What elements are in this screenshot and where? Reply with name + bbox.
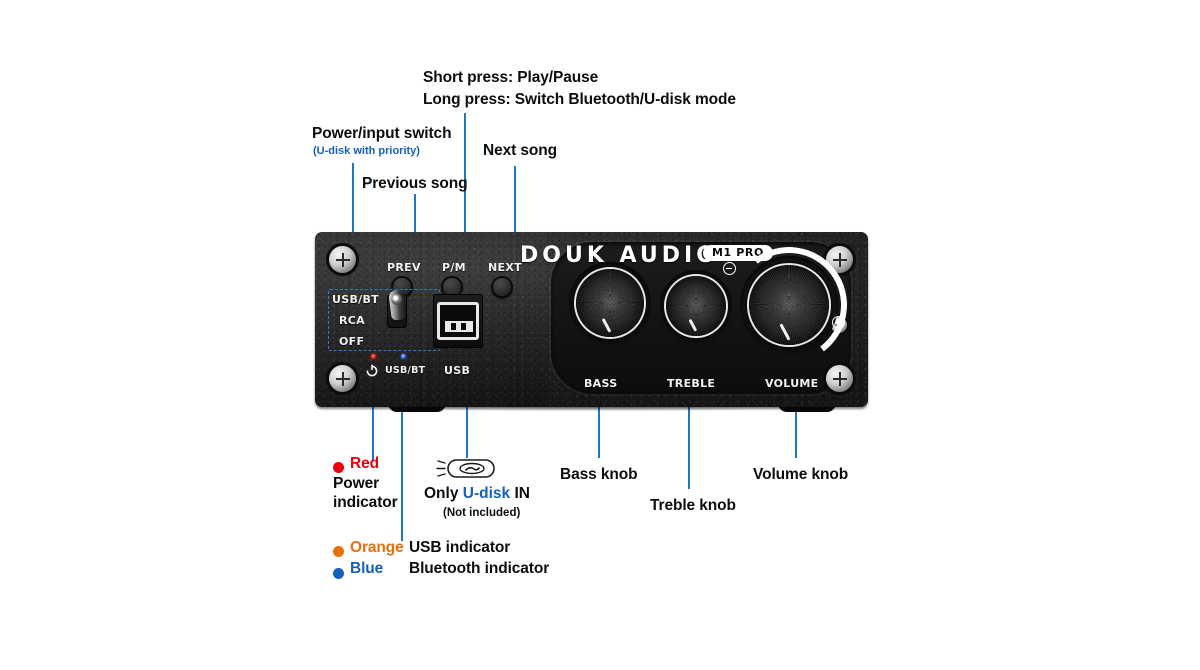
usb-port[interactable] — [433, 294, 483, 348]
leader-line-play-mode — [464, 113, 466, 261]
prev-button-label: PREV — [387, 261, 421, 274]
bass-knob[interactable] — [576, 269, 644, 337]
next-button-label: NEXT — [488, 261, 522, 274]
legend-orange-desc: USB indicator — [409, 539, 511, 556]
annotation-power-switch: Power/input switch — [312, 125, 452, 142]
play-mode-button[interactable] — [441, 276, 463, 298]
volume-knob-label: VOLUME — [765, 377, 819, 390]
treble-knob[interactable] — [666, 276, 726, 336]
usbbt-indicator-label: USB/BT — [385, 365, 426, 376]
leader-line-power-indicator — [372, 386, 374, 461]
screw-bottom-right — [826, 365, 853, 392]
leader-line-usb-port — [466, 386, 468, 458]
volume-minus-icon — [723, 262, 736, 275]
legend-blue-desc: Bluetooth indicator — [409, 560, 550, 577]
legend-red-label: Red — [350, 455, 379, 472]
treble-knob-label: TREBLE — [667, 377, 716, 390]
udisk-caption-note: (Not included) — [443, 507, 521, 519]
usbbt-led — [401, 354, 406, 359]
model-badge: M1 PRO — [703, 245, 773, 261]
legend-orange-label: Orange — [350, 539, 404, 556]
play-mode-button-label: P/M — [442, 261, 466, 274]
chassis-shadow — [318, 405, 866, 415]
legend-blue-label: Blue — [350, 560, 384, 577]
switch-label-off: OFF — [339, 335, 365, 348]
leader-line-next-song — [514, 166, 516, 261]
annotation-next-song: Next song — [483, 142, 558, 159]
annotation-power-switch-sub: (U-disk with priority) — [313, 145, 420, 157]
legend-red-desc-1: Power — [333, 475, 380, 492]
legend-blue-dot — [333, 568, 344, 579]
leader-line-bass-knob — [598, 396, 600, 458]
annotation-play-mode-long: Long press: Switch Bluetooth/U-disk mode — [423, 91, 736, 108]
caption-volume-knob: Volume knob — [753, 466, 849, 483]
next-button[interactable] — [491, 276, 513, 298]
screw-bottom-left — [329, 365, 356, 392]
leader-line-previous-song — [414, 194, 416, 261]
usb-port-contacts — [445, 321, 473, 332]
udisk-caption-pre: Only — [424, 485, 463, 502]
switch-label-rca: RCA — [339, 314, 365, 327]
amplifier-faceplate: DOUK AUDIO M1 PRO PREV P/M NEXT USB/BT R… — [315, 232, 868, 407]
leader-line-volume-knob — [795, 396, 797, 458]
volume-plus-icon — [832, 316, 845, 329]
leader-line-treble-knob — [688, 396, 690, 489]
usb-port-label: USB — [444, 364, 471, 377]
screw-top-left — [329, 246, 356, 273]
caption-bass-knob: Bass knob — [560, 466, 638, 483]
caption-treble-knob: Treble knob — [650, 497, 736, 514]
udisk-caption: Only U-disk IN — [424, 485, 530, 503]
leader-line-usbbt-indicator — [401, 386, 403, 541]
usb-port-outline — [437, 302, 479, 340]
annotation-play-mode-short: Short press: Play/Pause — [423, 69, 599, 86]
volume-knob[interactable] — [749, 265, 829, 345]
annotation-previous-song: Previous song — [362, 175, 468, 192]
switch-label-usbbt: USB/BT — [332, 293, 379, 306]
power-symbol-icon — [366, 364, 378, 377]
legend-red-desc-2: indicator — [333, 494, 398, 511]
power-led — [371, 354, 376, 359]
leader-line-power-switch — [352, 163, 354, 285]
legend-red-dot — [333, 462, 344, 473]
udisk-icon — [436, 459, 495, 478]
udisk-caption-post: IN — [510, 485, 530, 502]
legend-orange-dot — [333, 546, 344, 557]
udisk-caption-mid: U-disk — [462, 485, 511, 502]
screw-top-right — [826, 246, 853, 273]
bass-knob-label: BASS — [584, 377, 618, 390]
